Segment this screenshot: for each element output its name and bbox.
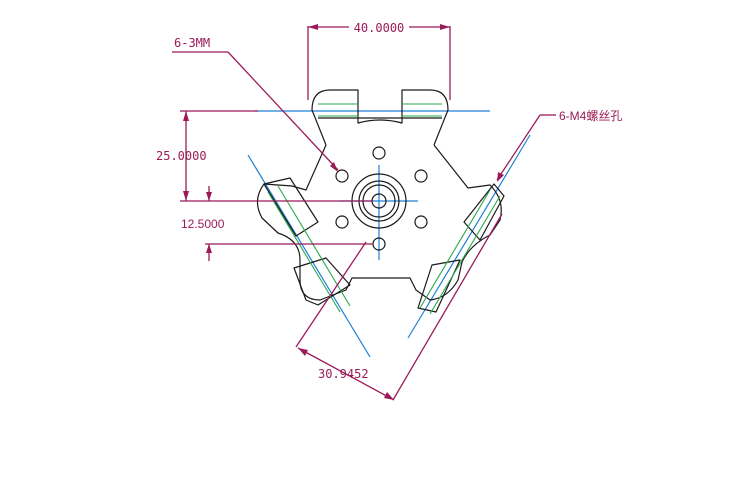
top-arm (311, 89, 449, 146)
dim-30-arrow-right (384, 392, 394, 400)
callout-small-holes: 6-3MM (174, 36, 210, 50)
right-arm-lower (417, 259, 461, 313)
slot-right-2 (429, 195, 501, 315)
slot-left-2 (277, 185, 351, 307)
dim-width-top: 40.0000 (354, 21, 405, 35)
dim-40-arrow-right (440, 24, 450, 30)
dim-30-ext-left (295, 241, 367, 348)
left-centerline (247, 154, 371, 358)
hole-lower-left (335, 215, 349, 229)
slot-lines (267, 103, 501, 315)
callout-threaded-holes: 6-M4螺丝孔 (559, 109, 622, 123)
right-centerline (407, 134, 531, 339)
centerlines (247, 110, 531, 358)
right-arm (463, 183, 505, 241)
slot-right-1 (419, 189, 491, 309)
body-outline (256, 144, 502, 301)
hole-top (372, 146, 386, 160)
slot-left-1 (267, 191, 341, 313)
dim-25-arrow-top (183, 111, 189, 121)
dim-height-upper: 25.0000 (156, 149, 207, 163)
dim-30-arrow-left (298, 348, 308, 356)
leader-m4-line (496, 114, 541, 181)
dim-30-line (297, 347, 395, 401)
leader-3mm-line (227, 51, 339, 171)
dim-height-lower: 12.5000 (181, 217, 225, 231)
dim-30-ext-right (392, 213, 503, 401)
hole-upper-left (335, 169, 349, 183)
left-arm-lower (293, 257, 351, 306)
dim-12-arrow-bottom (206, 244, 212, 253)
hole-upper-right (414, 169, 428, 183)
dim-40-arrow-left (308, 24, 318, 30)
dim-25-arrow-bottom (183, 191, 189, 201)
dim-12-arrow-top (206, 192, 212, 201)
leader-m4-arrow (497, 172, 504, 182)
dim-diagonal: 30.9452 (318, 367, 369, 381)
left-arm (263, 177, 319, 237)
dim-40-text-bg (349, 19, 409, 35)
dimension-lines (172, 24, 556, 401)
hole-lower-right (414, 215, 428, 229)
leader-3mm-arrow (330, 162, 338, 172)
